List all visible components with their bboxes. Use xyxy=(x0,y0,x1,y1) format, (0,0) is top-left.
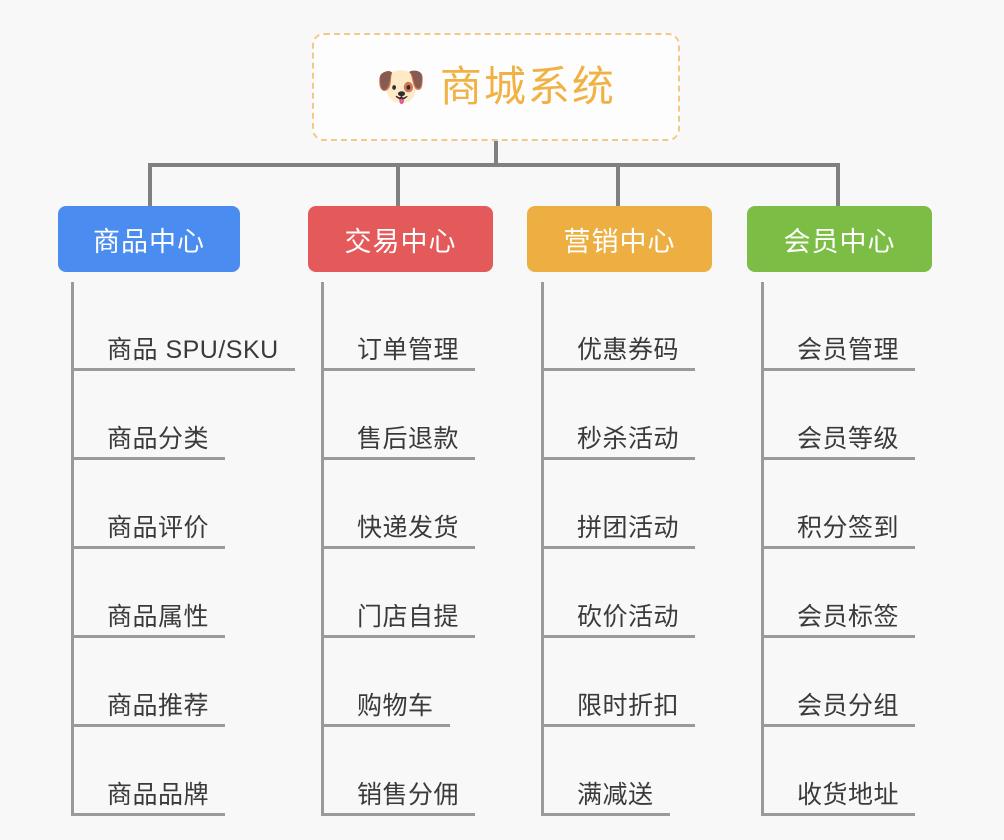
branch-trade-center: 订单管理售后退款快递发货门店自提购物车销售分佣 xyxy=(321,282,475,816)
leaf-item-label: 会员分组 xyxy=(797,691,900,720)
leaf-item-label: 拼团活动 xyxy=(577,513,680,542)
leaf-item[interactable]: 购物车 xyxy=(321,638,450,727)
leaf-item[interactable]: 优惠券码 xyxy=(541,282,695,371)
leaf-item-label: 商品分类 xyxy=(107,424,210,453)
leaf-item-label: 销售分佣 xyxy=(357,780,460,809)
leaf-item[interactable]: 会员管理 xyxy=(761,282,915,371)
leaf-item-label: 满减送 xyxy=(577,780,654,809)
leaf-item[interactable]: 商品品牌 xyxy=(71,727,225,816)
branch-member-center: 会员管理会员等级积分签到会员标签会员分组收货地址 xyxy=(761,282,915,816)
dog-face-icon: 🐶 xyxy=(376,65,426,109)
branch-marketing-center: 优惠券码秒杀活动拼团活动砍价活动限时折扣满减送 xyxy=(541,282,695,816)
leaf-item-label: 商品 SPU/SKU xyxy=(107,335,279,364)
leaf-item-label: 商品评价 xyxy=(107,513,210,542)
leaf-item-label: 限时折扣 xyxy=(577,691,680,720)
leaf-item-label: 购物车 xyxy=(357,691,434,720)
leaf-item-label: 秒杀活动 xyxy=(577,424,680,453)
leaf-item[interactable]: 会员分组 xyxy=(761,638,915,727)
leaf-item[interactable]: 会员标签 xyxy=(761,549,915,638)
drop-connector-3 xyxy=(616,163,620,208)
leaf-item-label: 商品推荐 xyxy=(107,691,210,720)
leaf-item[interactable]: 积分签到 xyxy=(761,460,915,549)
branch-spine xyxy=(71,282,74,816)
root-stem-connector xyxy=(494,141,498,166)
category-node-product-center[interactable]: 商品中心 xyxy=(58,206,240,272)
leaf-item[interactable]: 门店自提 xyxy=(321,549,475,638)
leaf-item[interactable]: 会员等级 xyxy=(761,371,915,460)
leaf-item-label: 门店自提 xyxy=(357,602,460,631)
category-label: 商品中心 xyxy=(93,226,205,257)
leaf-item-label: 砍价活动 xyxy=(577,602,680,631)
leaf-item[interactable]: 秒杀活动 xyxy=(541,371,695,460)
leaf-item[interactable]: 订单管理 xyxy=(321,282,475,371)
branch-spine xyxy=(761,282,764,816)
leaf-item[interactable]: 快递发货 xyxy=(321,460,475,549)
leaf-item[interactable]: 满减送 xyxy=(541,727,670,816)
leaf-item-label: 优惠券码 xyxy=(577,335,680,364)
category-node-member-center[interactable]: 会员中心 xyxy=(747,206,932,272)
leaf-item-label: 售后退款 xyxy=(357,424,460,453)
branch-spine xyxy=(321,282,324,816)
leaf-item-label: 积分签到 xyxy=(797,513,900,542)
leaf-item[interactable]: 拼团活动 xyxy=(541,460,695,549)
category-label: 交易中心 xyxy=(344,226,457,257)
leaf-item-label: 商品属性 xyxy=(107,602,210,631)
branch-product-center: 商品 SPU/SKU 商品分类商品评价商品属性商品推荐商品品牌 xyxy=(71,282,295,816)
leaf-item[interactable]: 售后退款 xyxy=(321,371,475,460)
leaf-item-label: 订单管理 xyxy=(357,335,460,364)
leaf-item-label: 商品品牌 xyxy=(107,780,210,809)
branch-spine xyxy=(541,282,544,816)
leaf-item[interactable]: 收货地址 xyxy=(761,727,915,816)
root-title: 商城系统 xyxy=(439,63,616,110)
root-node[interactable]: 🐶 商城系统 xyxy=(312,33,680,141)
category-label: 会员中心 xyxy=(783,226,896,257)
leaf-item-label: 会员标签 xyxy=(797,602,900,631)
bus-connector xyxy=(150,163,840,167)
leaf-item-label: 会员管理 xyxy=(797,335,900,364)
leaf-item[interactable]: 销售分佣 xyxy=(321,727,475,816)
leaf-item[interactable]: 商品评价 xyxy=(71,460,225,549)
drop-connector-2 xyxy=(396,163,400,208)
category-node-marketing-center[interactable]: 营销中心 xyxy=(527,206,712,272)
leaf-item-label: 收货地址 xyxy=(797,780,900,809)
drop-connector-1 xyxy=(148,163,152,208)
leaf-item[interactable]: 商品属性 xyxy=(71,549,225,638)
leaf-item[interactable]: 商品推荐 xyxy=(71,638,225,727)
leaf-item[interactable]: 限时折扣 xyxy=(541,638,695,727)
drop-connector-4 xyxy=(836,163,840,208)
category-node-trade-center[interactable]: 交易中心 xyxy=(308,206,493,272)
leaf-item-label: 会员等级 xyxy=(797,424,900,453)
leaf-item[interactable]: 砍价活动 xyxy=(541,549,695,638)
leaf-item-label: 快递发货 xyxy=(357,513,460,542)
leaf-item[interactable]: 商品 SPU/SKU xyxy=(71,282,295,371)
category-label: 营销中心 xyxy=(563,226,676,257)
leaf-item[interactable]: 商品分类 xyxy=(71,371,225,460)
